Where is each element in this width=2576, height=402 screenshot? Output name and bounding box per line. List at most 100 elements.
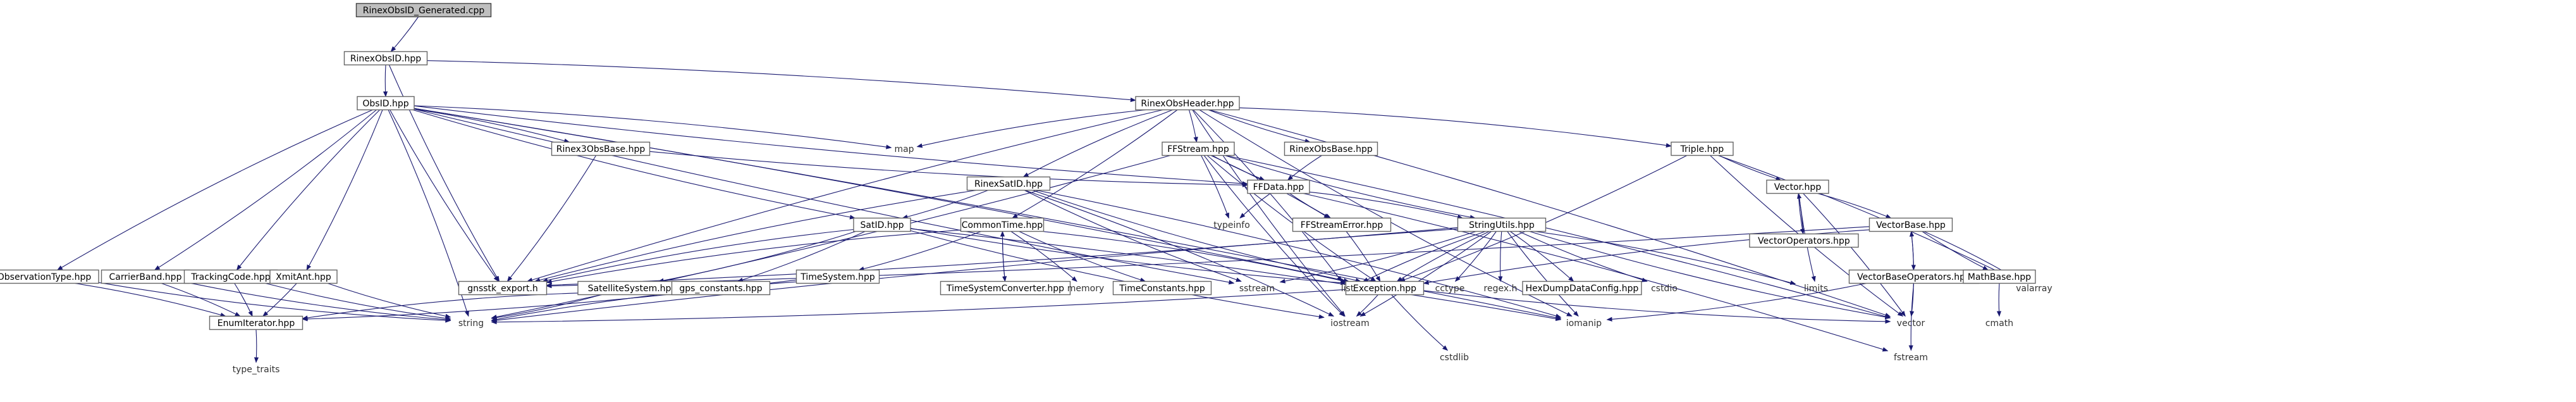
node-label-timesystem: TimeSystem.hpp bbox=[800, 272, 875, 282]
edge-rinexobsid-to-obsid bbox=[383, 65, 388, 97]
edge-trackingcode-to-enumiterator bbox=[234, 283, 253, 317]
node-enumiterator[interactable]: EnumIterator.hpp bbox=[209, 315, 304, 330]
edge-stringutils-to-vector_std bbox=[1529, 230, 1891, 320]
node-label-iostream: iostream bbox=[1330, 318, 1370, 329]
edge-commontime-to-exception bbox=[1042, 230, 1347, 283]
node-cmath: cmath bbox=[1985, 318, 2013, 329]
node-commontime[interactable]: CommonTime.hpp bbox=[960, 217, 1045, 232]
node-box-enumiterator bbox=[209, 315, 304, 330]
edge-satid-to-satellitesystem bbox=[658, 230, 856, 283]
node-vector_hpp[interactable]: Vector.hpp bbox=[1766, 179, 1829, 194]
node-limits: limits bbox=[1804, 284, 1828, 294]
node-timesystem[interactable]: TimeSystem.hpp bbox=[795, 269, 880, 284]
node-label-vector_hpp: Vector.hpp bbox=[1774, 182, 1822, 192]
node-box-vector_hpp bbox=[1766, 179, 1829, 194]
edge-rinexobsheader-to-iostream bbox=[1192, 110, 1346, 317]
node-box-ffstream bbox=[1162, 141, 1235, 156]
edge-xmitant-to-enumiterator bbox=[262, 283, 297, 317]
node-satellitesystem[interactable]: SatelliteSystem.hpp bbox=[577, 280, 687, 296]
node-vectorbase[interactable]: VectorBase.hpp bbox=[1868, 217, 1953, 232]
node-rinex3obsbase[interactable]: Rinex3ObsBase.hpp bbox=[551, 141, 651, 156]
edge-carrierband-to-enumiterator bbox=[161, 282, 241, 317]
node-label-map: map bbox=[894, 144, 914, 154]
edge-obsid-to-gnsstk_export bbox=[389, 110, 499, 282]
edge-ffstream-to-vector_std bbox=[1225, 154, 1891, 319]
node-satid[interactable]: SatID.hpp bbox=[853, 217, 911, 232]
node-label-ffstream: FFStream.hpp bbox=[1167, 144, 1229, 154]
node-fstream: fstream bbox=[1894, 353, 1928, 363]
node-triple[interactable]: Triple.hpp bbox=[1671, 141, 1734, 156]
node-exception[interactable]: Exception.hpp bbox=[1345, 280, 1425, 296]
edge-obsid-to-sstream bbox=[414, 108, 1235, 285]
node-label-valarray: valarray bbox=[2016, 284, 2052, 294]
node-ffstreamerror[interactable]: FFStreamError.hpp bbox=[1292, 217, 1392, 232]
node-box-obsid bbox=[357, 96, 415, 111]
node-rinexsatid[interactable]: RinexSatID.hpp bbox=[966, 176, 1051, 191]
node-trackingcode[interactable]: TrackingCode.hpp bbox=[183, 269, 278, 284]
node-root[interactable]: RinexObsID_Generated.cpp bbox=[355, 3, 492, 18]
node-rinexobsbase[interactable]: RinexObsBase.hpp bbox=[1284, 141, 1378, 156]
edges-layer bbox=[56, 16, 2022, 363]
node-label-cctype: cctype bbox=[1435, 284, 1465, 294]
edge-rinexsatid-to-sstream bbox=[1024, 190, 1242, 282]
node-label-fstream: fstream bbox=[1894, 353, 1928, 363]
edge-obsid-to-observationtype bbox=[56, 109, 373, 270]
node-label-rinexobsheader: RinexObsHeader.hpp bbox=[1141, 99, 1234, 109]
node-label-xmitant: XmitAnt.hpp bbox=[276, 272, 331, 282]
node-timeconstants[interactable]: TimeConstants.hpp bbox=[1112, 280, 1212, 296]
node-label-ffdata: FFData.hpp bbox=[1253, 182, 1304, 192]
edge-rinexobsheader-to-rinexsatid bbox=[1022, 109, 1173, 177]
edge-ffdata-to-fstream bbox=[1303, 192, 1889, 352]
edge-obsid-to-xmitant bbox=[306, 110, 383, 271]
node-mathbase[interactable]: MathBase.hpp bbox=[1963, 269, 2036, 284]
node-label-stringutils: StringUtils.hpp bbox=[1469, 220, 1535, 230]
node-gnsstk_export[interactable]: gnsstk_export.h bbox=[458, 280, 548, 296]
node-rinexobsheader[interactable]: RinexObsHeader.hpp bbox=[1135, 96, 1240, 111]
node-ffstream[interactable]: FFStream.hpp bbox=[1162, 141, 1235, 156]
edge-vector_hpp-to-vectorbase bbox=[1817, 192, 1892, 219]
node-label-ffstreamerror: FFStreamError.hpp bbox=[1301, 220, 1383, 230]
node-stringutils[interactable]: StringUtils.hpp bbox=[1457, 217, 1547, 232]
edge-commontime-to-timesystem bbox=[858, 230, 981, 272]
edge-rinexobsheader-to-gnsstk_export bbox=[527, 109, 1163, 282]
node-label-obsid: ObsID.hpp bbox=[362, 99, 408, 109]
edge-vector_hpp-to-vector_std bbox=[1803, 193, 1906, 317]
node-xmitant[interactable]: XmitAnt.hpp bbox=[269, 269, 338, 284]
node-iostream: iostream bbox=[1330, 318, 1370, 329]
node-type_traits: type_traits bbox=[233, 365, 280, 375]
node-carrierband[interactable]: CarrierBand.hpp bbox=[101, 269, 190, 284]
edge-satid-to-gnsstk_export bbox=[542, 229, 854, 283]
edge-obsid-to-carrierband bbox=[154, 110, 377, 270]
node-hexdump[interactable]: HexDumpDataConfig.hpp bbox=[1522, 280, 1642, 296]
edge-triple-to-vector_hpp bbox=[1719, 155, 1782, 181]
node-box-ffstreamerror bbox=[1292, 217, 1392, 232]
node-box-gps_constants bbox=[671, 280, 771, 296]
node-observationtype[interactable]: ObservationType.hpp bbox=[0, 269, 99, 284]
edge-root-to-rinexobsid bbox=[390, 16, 419, 53]
node-timesystemconverter[interactable]: TimeSystemConverter.hpp bbox=[940, 280, 1071, 296]
edge-carrierband-to-string bbox=[189, 282, 451, 322]
node-list: list bbox=[1341, 284, 1354, 294]
node-vectoroperators[interactable]: VectorOperators.hpp bbox=[1749, 233, 1859, 248]
node-gps_constants[interactable]: gps_constants.hpp bbox=[671, 280, 771, 296]
node-ffdata[interactable]: FFData.hpp bbox=[1247, 179, 1310, 194]
edge-ffstream-to-string bbox=[491, 154, 1171, 320]
node-label-typeinfo: typeinfo bbox=[1213, 220, 1250, 230]
node-map: map bbox=[894, 144, 914, 154]
edge-rinexsatid-to-exception bbox=[1032, 189, 1361, 283]
node-label-hexdump: HexDumpDataConfig.hpp bbox=[1526, 284, 1639, 294]
node-label-enumiterator: EnumIterator.hpp bbox=[218, 318, 295, 329]
node-obsid[interactable]: ObsID.hpp bbox=[357, 96, 415, 111]
edge-vectoroperators-to-vector_hpp bbox=[1797, 192, 1804, 234]
node-label-rinexsatid: RinexSatID.hpp bbox=[974, 179, 1043, 189]
node-label-carrierband: CarrierBand.hpp bbox=[109, 272, 182, 282]
node-label-vectorbaseoperators: VectorBaseOperators.hpp bbox=[1857, 272, 1971, 282]
edge-obsid-to-rinex3obsbase bbox=[414, 108, 570, 143]
edge-commontime-to-gnsstk_export bbox=[546, 229, 961, 284]
edge-observationtype-to-enumiterator bbox=[75, 282, 226, 317]
node-rinexobsid[interactable]: RinexObsID.hpp bbox=[343, 51, 428, 66]
node-vectorbaseoperators[interactable]: VectorBaseOperators.hpp bbox=[1848, 269, 1980, 284]
node-box-hexdump bbox=[1522, 280, 1642, 296]
edge-rinex3obsbase-to-ffdata bbox=[649, 151, 1248, 187]
